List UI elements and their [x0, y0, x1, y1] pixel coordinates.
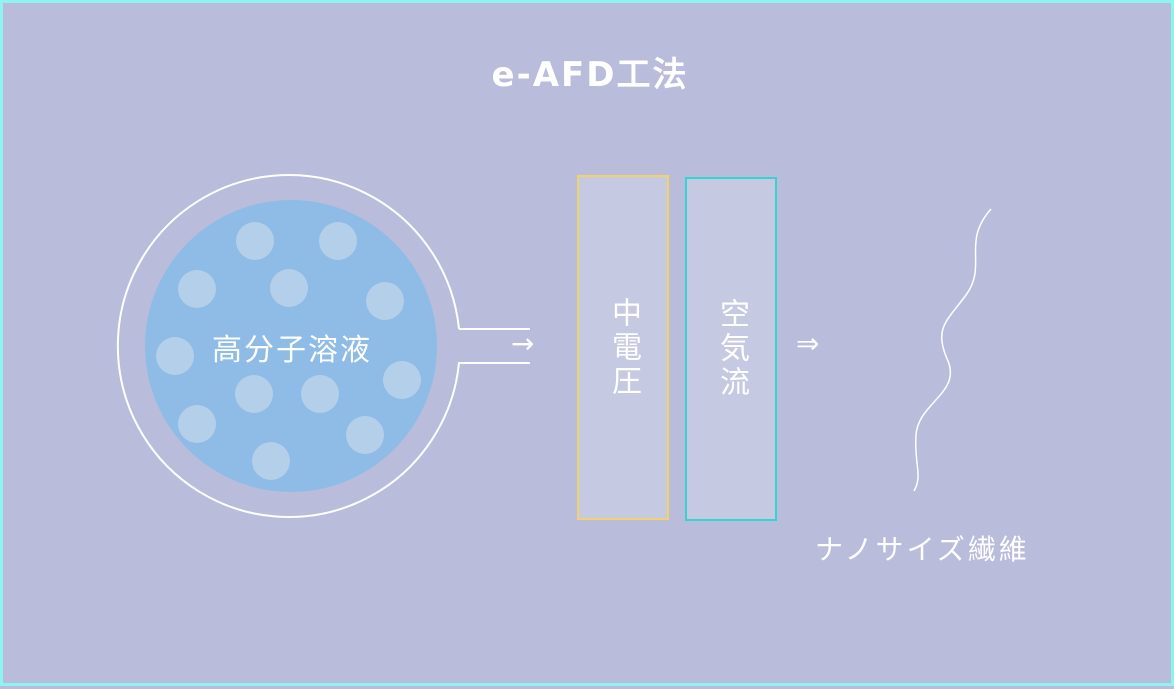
particle — [235, 375, 273, 413]
nanofiber-strand — [913, 208, 992, 492]
particle — [236, 222, 274, 260]
diagram-graphics — [116, 174, 992, 518]
particle — [383, 361, 421, 399]
solution-vessel-outline — [116, 174, 530, 518]
particle — [178, 405, 216, 443]
double-arrow-right-icon: ⇒ — [796, 327, 820, 360]
stage-voltage-box: 中電圧 — [577, 175, 669, 520]
stage-voltage-label: 中電圧 — [606, 296, 641, 399]
particle — [301, 375, 339, 413]
solution-particles — [156, 222, 421, 480]
nanofiber-label: ナノサイズ繊維 — [815, 533, 1030, 566]
particle — [346, 416, 384, 454]
particle — [366, 282, 404, 320]
particle — [156, 337, 194, 375]
particle — [252, 442, 290, 480]
stage-airflow-box: 空気流 — [685, 177, 777, 521]
solution-label: 高分子溶液 — [212, 333, 372, 368]
diagram-title: e-AFD工法 — [491, 55, 689, 95]
particle — [319, 222, 357, 260]
particle — [178, 270, 216, 308]
particle — [270, 269, 308, 307]
arrow-right-icon: → — [511, 327, 535, 360]
stage-airflow-label: 空気流 — [714, 298, 749, 400]
